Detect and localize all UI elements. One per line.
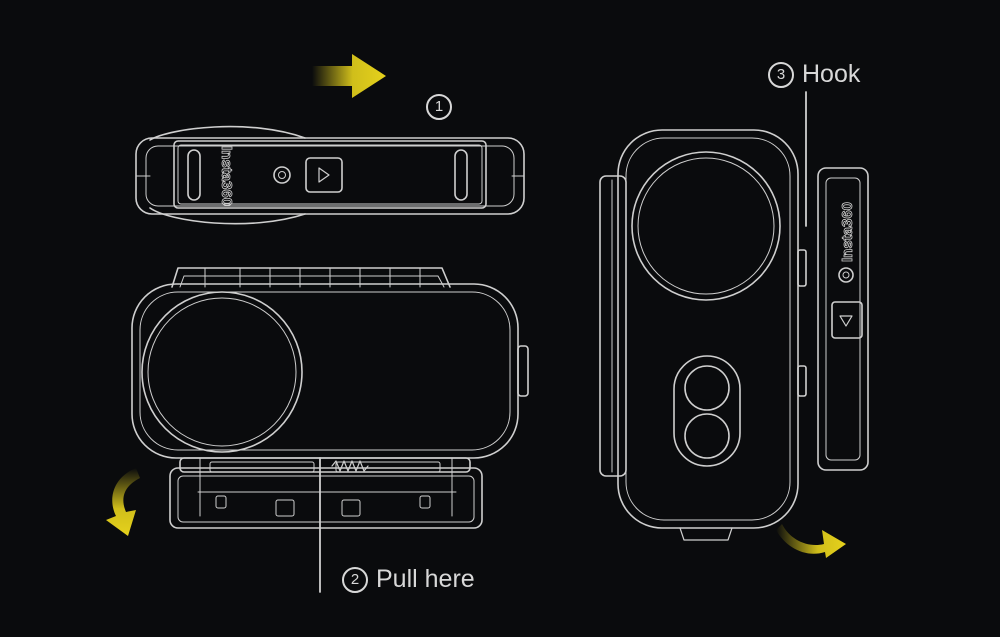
brand-text-side: Insta360 [839,202,856,262]
step-2-text: Pull here [376,565,475,593]
step-3-label: 3 Hook [768,62,860,88]
step-1-label: 1 [426,94,452,120]
rotate-right-arrow [776,524,846,558]
top-view-housing [135,125,525,225]
step-2-label: 2 Pull here [342,567,475,593]
step-3-number: 3 [768,62,794,88]
step-2-number: 2 [342,567,368,593]
slide-right-arrow [312,54,386,98]
side-view-housing [599,91,869,541]
front-view-housing [131,267,529,529]
step-3-text: Hook [802,60,861,88]
step-1-number: 1 [426,94,452,120]
rotate-down-arrow [106,468,140,536]
brand-text-top: Insta360 [218,146,235,206]
